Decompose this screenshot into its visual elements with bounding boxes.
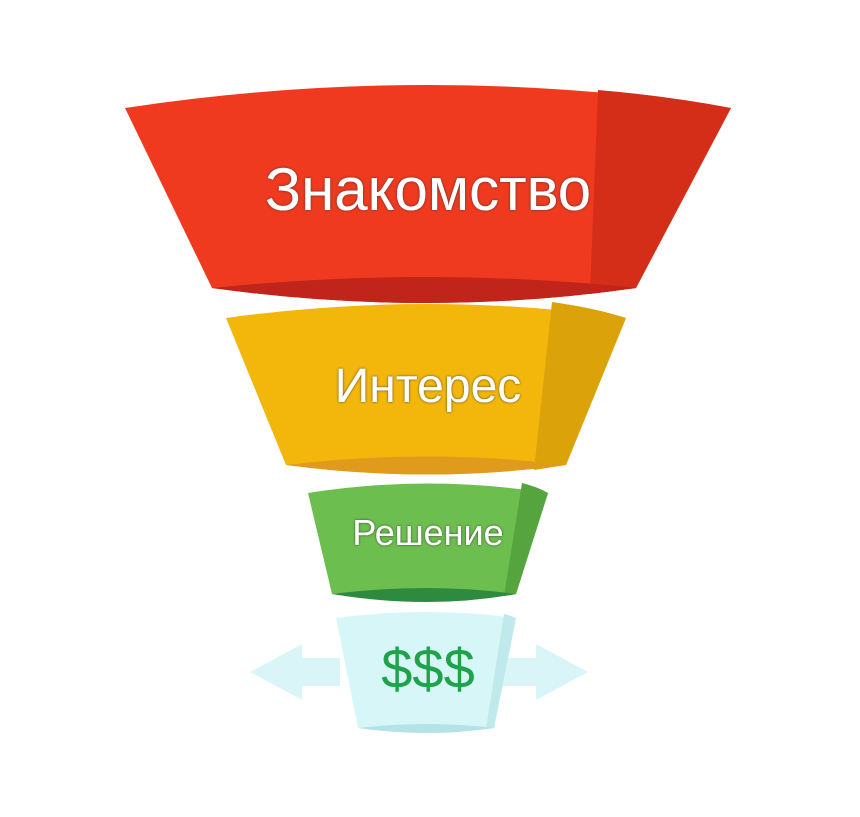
- funnel-stage-revenue: $$$: [336, 612, 516, 733]
- stage-label-decision: Решение: [352, 512, 503, 553]
- funnel-stage-interest: Интерес: [226, 302, 626, 475]
- horizontal-double-arrow-icon: [250, 644, 588, 700]
- funnel-stage-awareness: Знакомство: [125, 85, 731, 303]
- stage-label-awareness: Знакомство: [265, 156, 591, 223]
- stage-label-interest: Интерес: [335, 360, 522, 413]
- funnel-stage-decision: Решение: [308, 483, 548, 602]
- stage-label-revenue: $$$: [381, 637, 474, 700]
